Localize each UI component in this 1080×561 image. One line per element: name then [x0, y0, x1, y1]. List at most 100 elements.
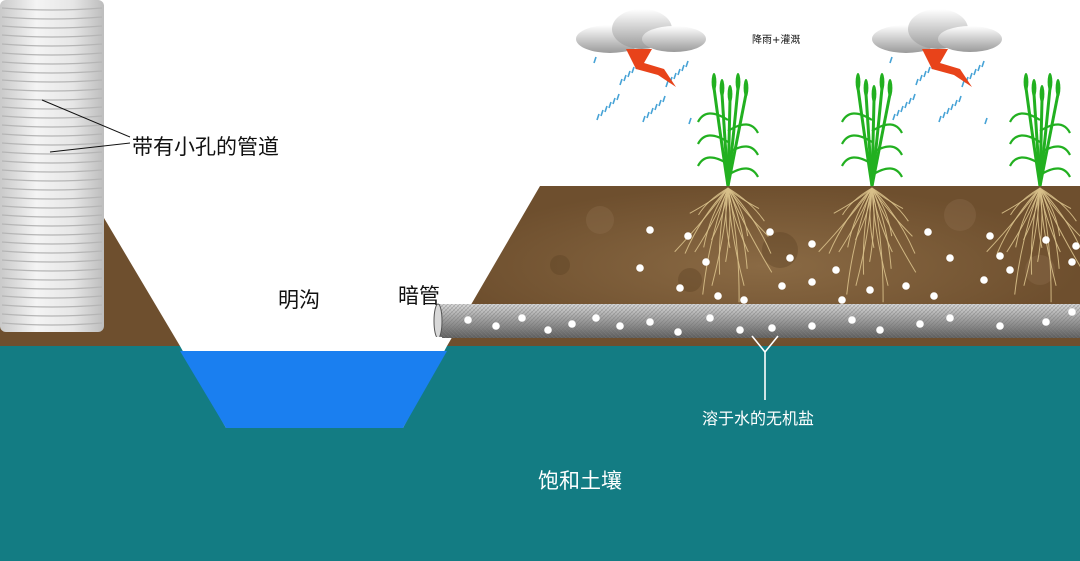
salt-particle	[1068, 258, 1076, 266]
saturated-soil-area	[0, 346, 1080, 561]
salt-particle	[876, 326, 884, 334]
pipe-ring	[1, 205, 103, 209]
salt-particle	[808, 278, 816, 286]
salt-particle	[1072, 242, 1080, 250]
salt-particle	[848, 316, 856, 324]
pipe-ring	[1, 7, 103, 11]
salt-particle	[568, 320, 576, 328]
pipe-ring	[1, 133, 103, 137]
pipe-ring	[1, 187, 103, 191]
salt-particle	[684, 232, 692, 240]
pipe-ring	[1, 304, 103, 308]
salt-particle	[946, 254, 954, 262]
pipe-ring	[1, 52, 103, 56]
reed-plants	[697, 73, 1071, 187]
pipe-ring	[1, 214, 103, 218]
lightning-icon	[922, 49, 972, 87]
salt-particle	[616, 322, 624, 330]
salt-particle	[808, 240, 816, 248]
salt-particle	[930, 292, 938, 300]
salt-particle	[946, 314, 954, 322]
salt-particle	[980, 276, 988, 284]
salt-particle	[636, 264, 644, 272]
dissolved-salts-label: 溶于水的无机盐	[702, 409, 815, 428]
pipe-ring	[1, 169, 103, 173]
salt-particle	[464, 316, 472, 324]
pipe-ring	[1, 88, 103, 92]
salt-particle	[866, 286, 874, 294]
salt-particle	[1042, 236, 1050, 244]
pipe-ring	[1, 61, 103, 65]
salt-particle	[916, 320, 924, 328]
soil-texture	[550, 199, 1055, 292]
salt-pointer	[751, 335, 779, 400]
perforated-pipe-label: 带有小孔的管道	[132, 135, 279, 159]
pipe-ring	[1, 106, 103, 110]
salt-particle	[768, 324, 776, 332]
pipe-ring	[1, 286, 103, 290]
salt-particle	[676, 284, 684, 292]
pipe-ring	[1, 43, 103, 47]
pipe-ring	[1, 97, 103, 101]
lightning-icon	[626, 49, 676, 87]
pipe-ring	[1, 160, 103, 164]
pipe-ring	[1, 115, 103, 119]
pipe-ring	[1, 313, 103, 317]
salt-particle	[492, 322, 500, 330]
salt-particle	[996, 252, 1004, 260]
salt-particle	[702, 258, 710, 266]
salt-particle	[766, 228, 774, 236]
storm-clouds	[576, 9, 1002, 125]
salt-particle	[646, 318, 654, 326]
salt-particle	[592, 314, 600, 322]
storm-cloud-icon	[872, 9, 1002, 125]
pipe-ring	[1, 79, 103, 83]
salt-particle	[996, 322, 1004, 330]
salt-particle	[986, 232, 994, 240]
pipe-ring	[1, 295, 103, 299]
salt-particle	[1006, 266, 1014, 274]
pipe-ring	[1, 124, 103, 128]
pipe-ring	[1, 277, 103, 281]
pipe-ring	[1, 16, 103, 20]
salt-particle	[838, 296, 846, 304]
pipe-ring	[1, 268, 103, 272]
reed-plant-icon	[1009, 73, 1071, 187]
salt-particle	[778, 282, 786, 290]
outflow-arc	[423, 336, 443, 351]
salt-particle	[518, 314, 526, 322]
salt-particle	[736, 326, 744, 334]
pipe-ring	[1, 151, 103, 155]
salt-particle	[1068, 308, 1076, 316]
pipe-leader-line-1	[41, 99, 131, 138]
ditch-water	[180, 351, 447, 428]
salt-particle	[924, 228, 932, 236]
salt-particle	[740, 296, 748, 304]
pipe-ring	[1, 70, 103, 74]
pipe-ring	[1, 259, 103, 263]
pipe-ring	[1, 25, 103, 29]
root-icon	[674, 187, 773, 303]
reed-plant-icon	[841, 73, 903, 187]
salt-particle	[1042, 318, 1050, 326]
salt-particle	[832, 266, 840, 274]
salt-particles	[464, 226, 1080, 336]
pipe-ring	[1, 178, 103, 182]
root-icon	[818, 187, 917, 303]
pipe-ring	[1, 34, 103, 38]
open-ditch-label: 明沟	[278, 288, 320, 312]
salt-particle	[674, 328, 682, 336]
pipe-leader-line-2	[49, 142, 131, 153]
salt-particle	[646, 226, 654, 234]
salt-particle	[706, 314, 714, 322]
storm-cloud-icon	[576, 9, 706, 125]
underground-pipe-label: 暗管	[398, 284, 440, 308]
salt-particle	[902, 282, 910, 290]
saturated-soil-label: 饱和土壤	[538, 469, 622, 493]
pipe-ring	[1, 223, 103, 227]
pipe-ring	[1, 241, 103, 245]
perforated-pipe	[0, 0, 104, 332]
pipe-ring	[1, 322, 103, 326]
